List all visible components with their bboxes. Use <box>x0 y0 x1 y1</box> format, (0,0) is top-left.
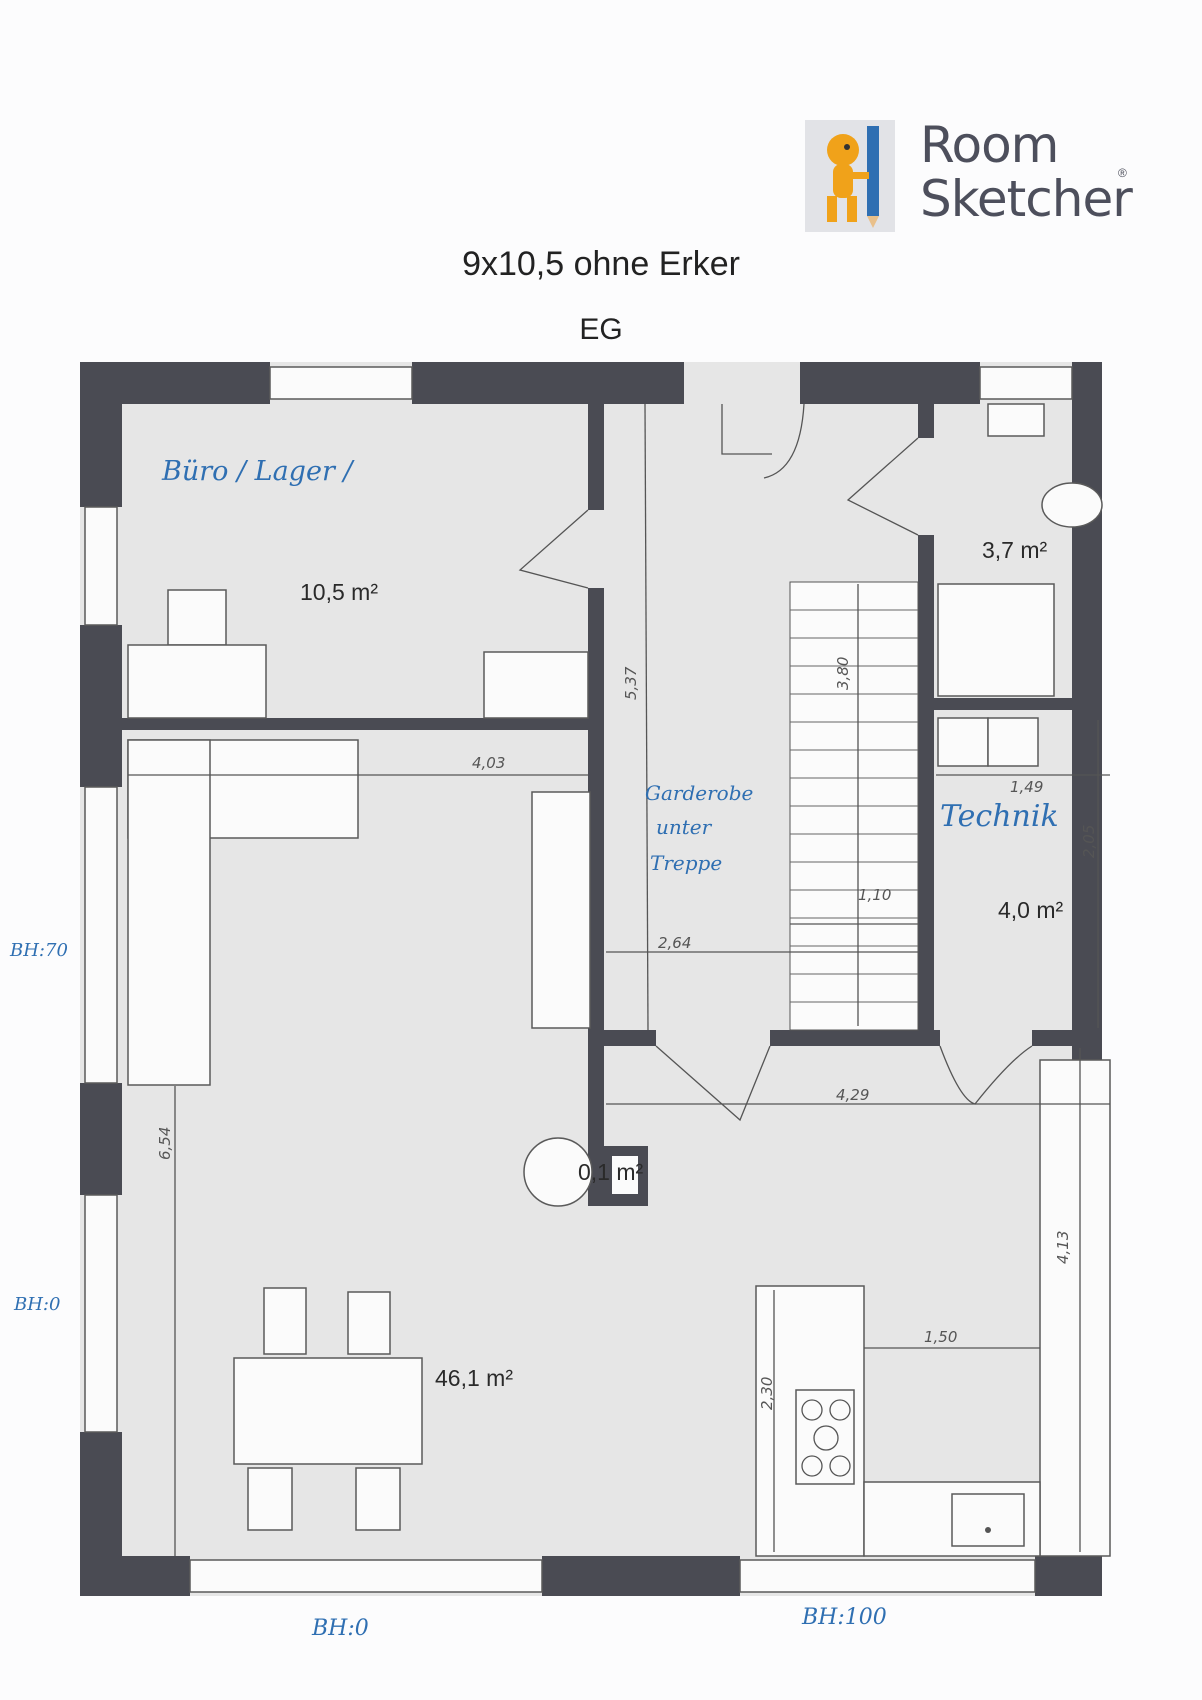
window <box>979 366 1073 400</box>
dimension-label: 6,54 <box>156 1127 174 1160</box>
stair-steps <box>790 609 918 1003</box>
dimension-label: 1,10 <box>858 886 891 904</box>
area-wohnen: 46,1 m² <box>435 1365 513 1391</box>
door-swing <box>721 404 772 455</box>
shower-tray <box>937 583 1055 697</box>
window <box>84 786 118 1084</box>
logo-registered-mark: ® <box>1118 166 1127 180</box>
wall-interior <box>934 698 1072 710</box>
cooktop <box>795 1389 855 1485</box>
roomsketcher-logo: Room Sketcher ® <box>800 110 1140 240</box>
dimension-label: 2,64 <box>658 934 691 952</box>
wall-interior <box>588 1030 656 1046</box>
kitchen-counter <box>1039 1059 1111 1557</box>
wall-interior <box>588 588 604 1030</box>
burner <box>813 1425 839 1451</box>
annotation-sill-height: BH:100 <box>801 1605 887 1630</box>
wall-interior <box>918 535 934 1030</box>
logo-word-sketcher: Sketcher <box>920 170 1133 228</box>
dimension-label: 2,30 <box>758 1377 776 1410</box>
dimension-label: 4,13 <box>1054 1231 1072 1264</box>
shaft <box>612 1156 638 1194</box>
room-label-garderobe-2: unter <box>656 815 713 839</box>
drain <box>985 1527 991 1533</box>
burner <box>801 1399 823 1421</box>
wall-segment <box>412 362 684 404</box>
door-swing <box>655 1045 771 1122</box>
area-wc: 3,7 m² <box>982 537 1048 563</box>
floor-label: EG <box>579 313 623 346</box>
logo-mascot-box <box>805 120 895 232</box>
annotation-sill-height: BH:0 <box>311 1616 369 1641</box>
window <box>269 366 413 400</box>
dimension-label: 4,03 <box>472 754 505 772</box>
room-label-garderobe-1: Garderobe <box>645 781 753 805</box>
logo-wordmark: Room Sketcher <box>920 116 1133 228</box>
tv-sideboard <box>531 791 591 1029</box>
plan-title: 9x10,5 ohne Erker <box>462 245 740 283</box>
toilet <box>1041 482 1103 528</box>
dimension-label: 4,29 <box>836 1086 869 1104</box>
burner <box>829 1399 851 1421</box>
washing-machine <box>937 717 989 767</box>
burner <box>829 1455 851 1477</box>
room-label-buero: Büro / Lager / <box>161 456 355 487</box>
dining-chair <box>247 1467 293 1531</box>
wall-segment <box>80 362 122 507</box>
door-swing <box>518 509 589 589</box>
window <box>739 1559 1036 1593</box>
wall-interior <box>122 718 600 730</box>
door-swing <box>763 403 805 479</box>
annotation-sill-height: BH:0 <box>13 1294 60 1315</box>
window <box>84 506 118 626</box>
area-technik: 4,0 m² <box>998 897 1064 923</box>
dining-chair <box>355 1467 401 1531</box>
wall-interior <box>1032 1030 1072 1046</box>
wall-segment <box>800 362 980 404</box>
wall-segment <box>542 1556 740 1596</box>
room-label-technik: Technik <box>940 799 1059 834</box>
dimension-label: 2,05 <box>1080 825 1098 858</box>
dryer <box>987 717 1039 767</box>
dimension-label: 1,49 <box>1010 778 1043 796</box>
dimension-label: 5,37 <box>622 666 640 700</box>
window <box>84 1194 118 1433</box>
burner <box>801 1455 823 1477</box>
mascot-pencil-icon <box>827 126 879 228</box>
wall-segment <box>80 625 122 787</box>
wall-interior <box>918 404 934 438</box>
dimension-line <box>644 403 649 1031</box>
wall-segment <box>80 1083 122 1195</box>
wall-segment <box>80 1556 190 1596</box>
door-swing <box>846 437 919 536</box>
round-column <box>523 1137 593 1207</box>
area-buero: 10,5 m² <box>300 579 378 605</box>
office-desk <box>127 644 267 719</box>
area-shaft: 0,1 m² <box>578 1159 644 1185</box>
dining-chair <box>347 1291 391 1355</box>
sink <box>987 403 1045 437</box>
wall-interior <box>770 1030 940 1046</box>
window <box>189 1559 543 1593</box>
dining-chair <box>263 1287 307 1355</box>
office-chair <box>167 589 227 646</box>
office-cabinet <box>483 651 589 719</box>
wall-segment <box>1035 1556 1102 1596</box>
dining-table <box>233 1357 423 1465</box>
wall-interior <box>588 404 604 510</box>
room-label-garderobe-3: Treppe <box>650 851 722 875</box>
dimension-label: 1,50 <box>924 1328 957 1346</box>
annotation-sill-height: BH:70 <box>9 940 68 961</box>
sofa-side <box>127 739 211 1086</box>
logo-word-room: Room <box>920 116 1059 174</box>
kitchen-sink <box>951 1493 1025 1547</box>
dimension-label: 3,80 <box>834 657 852 690</box>
